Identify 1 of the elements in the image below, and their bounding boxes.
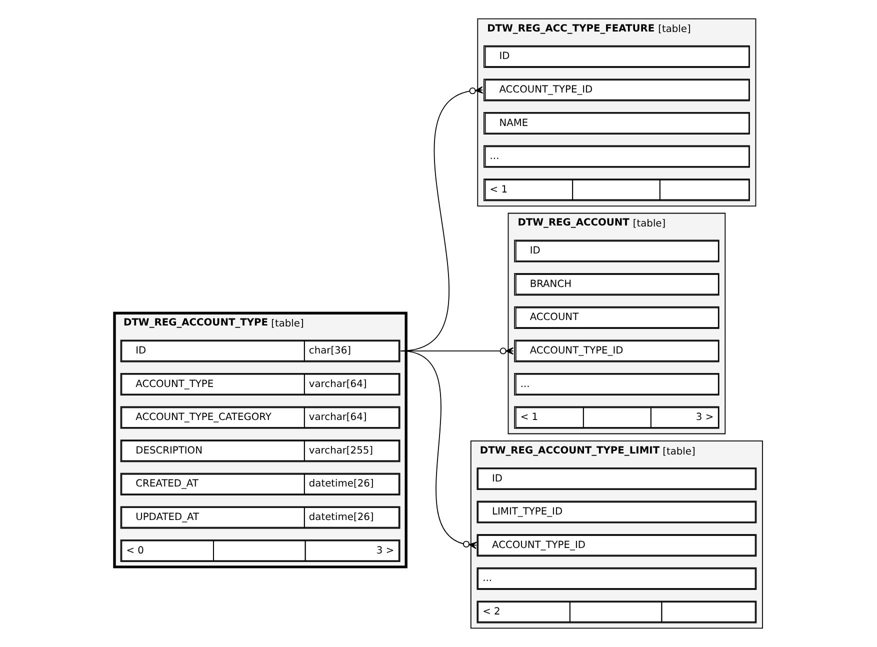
connector bbox=[400, 350, 478, 550]
